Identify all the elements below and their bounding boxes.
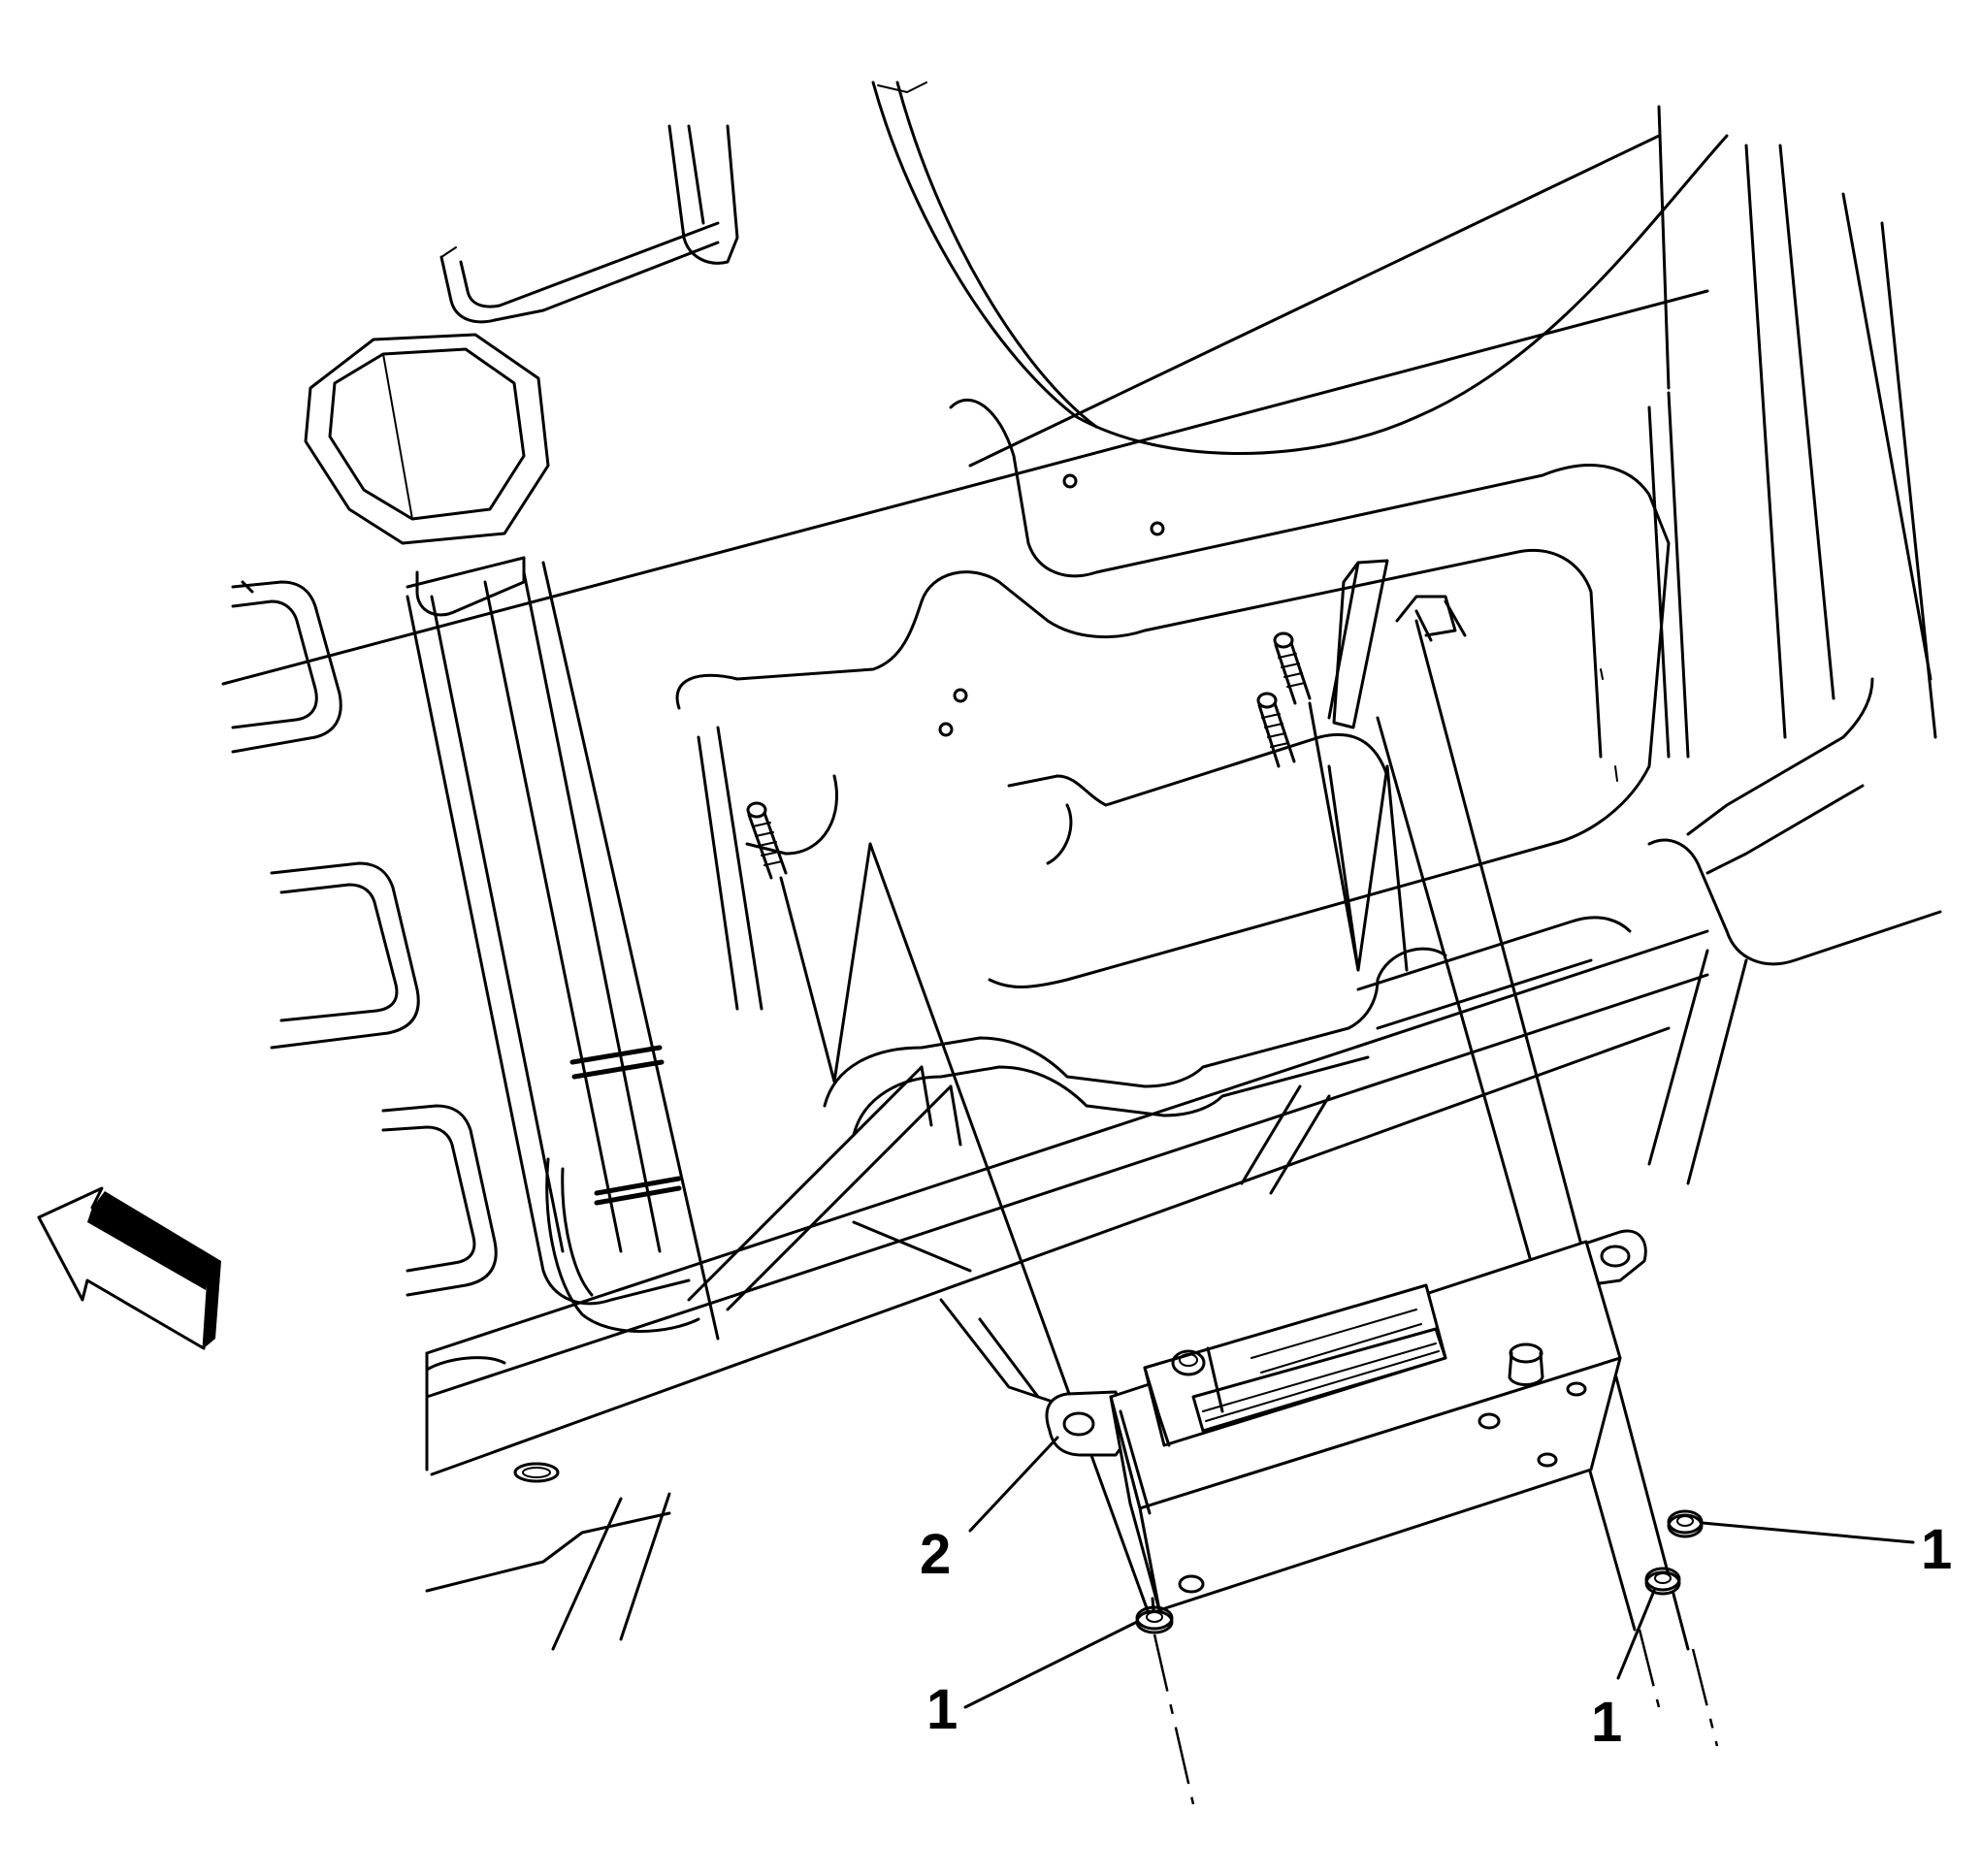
nut-bottom — [1135, 1605, 1174, 1634]
floor-bracket — [1327, 559, 1618, 782]
callout-leaders — [963, 1436, 1915, 1709]
stud-left — [746, 801, 788, 880]
callout-1-right-upper: 1 — [1921, 1518, 1952, 1581]
stud-center-upper — [1273, 631, 1312, 705]
nuts — [1135, 1509, 1704, 1634]
left-brackets — [231, 124, 739, 1341]
module-label-plate — [1191, 1309, 1447, 1433]
mounting-studs — [746, 473, 1312, 880]
nut-right-upper — [1667, 1509, 1704, 1538]
alignment-lines — [779, 619, 1719, 1805]
control-module — [1045, 1229, 1647, 1622]
nut-right-lower — [1644, 1567, 1681, 1596]
callout-1-bottom: 1 — [926, 1678, 958, 1741]
ground-stud — [1171, 1349, 1206, 1376]
callout-1-right-lower: 1 — [1591, 1691, 1622, 1754]
module-post — [1508, 1342, 1544, 1386]
forward-arrow-icon — [37, 1186, 221, 1350]
underbody-structure — [221, 81, 1942, 1651]
callout-2: 2 — [920, 1523, 951, 1586]
stud-center-lower — [1256, 692, 1296, 768]
